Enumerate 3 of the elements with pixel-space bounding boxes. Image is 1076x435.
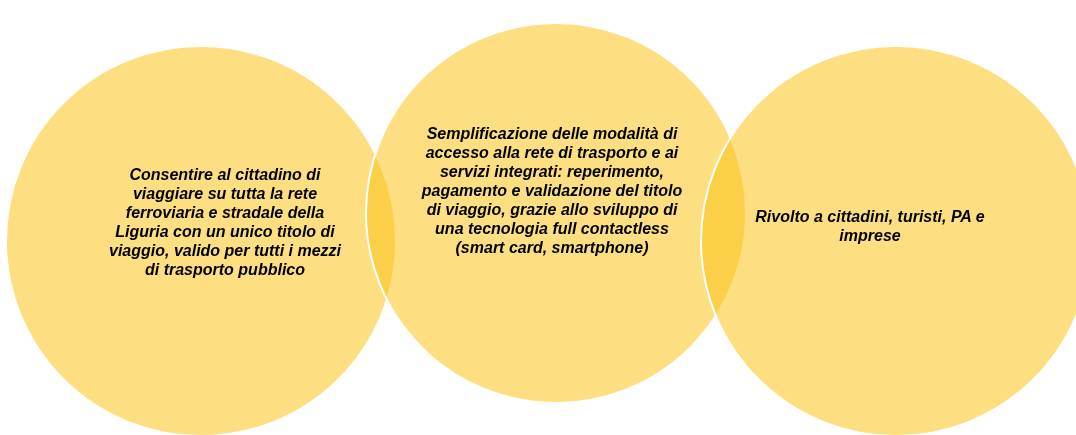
- circle-text: Consentire al cittadino di viaggiare su tutta la rete ferroviaria e stradale della Liguria con un unico titolo di viaggio, valido per tutti i mezzi di trasporto pubblico: [108, 165, 342, 279]
- circle-text: Semplificazione delle modalità di accesso alla rete di trasporto e ai servizi integrati: reperimento, pagamento e validazione del titolo di viaggio, grazie allo sviluppo di una tecnologia full contactless (smart card, smartphone): [420, 124, 684, 257]
- circle-text: Rivolto a cittadini, turisti, PA e imprese: [755, 207, 985, 245]
